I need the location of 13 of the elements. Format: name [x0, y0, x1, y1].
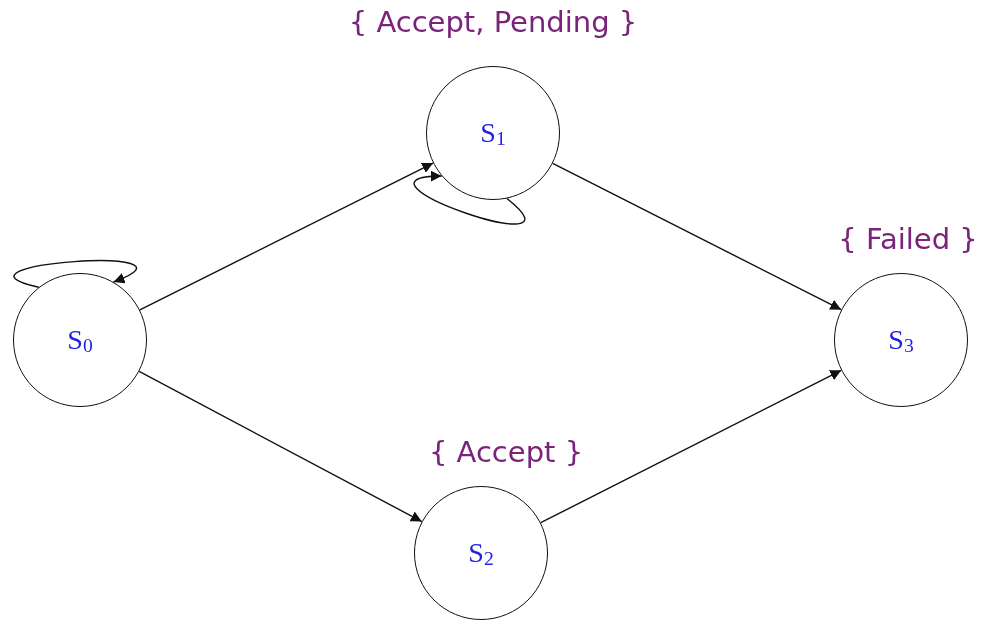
- transition-arrow: [138, 370, 423, 523]
- state-label: S$_{2}$: [468, 536, 494, 570]
- state-label: S$_{1}$: [480, 116, 506, 150]
- output-set-label: { Failed }: [838, 222, 978, 256]
- self-loop-arrow: [13, 260, 138, 288]
- self-loop-arrow: [413, 171, 526, 225]
- state-label: S$_{0}$: [67, 323, 93, 357]
- transition-arrow: [540, 369, 842, 524]
- state-label: S$_{3}$: [888, 323, 914, 357]
- output-set-label: { Accept, Pending }: [348, 5, 638, 39]
- transition-arrow: [552, 162, 842, 311]
- transition-arrow: [139, 162, 434, 311]
- output-set-label: { Accept }: [428, 435, 584, 469]
